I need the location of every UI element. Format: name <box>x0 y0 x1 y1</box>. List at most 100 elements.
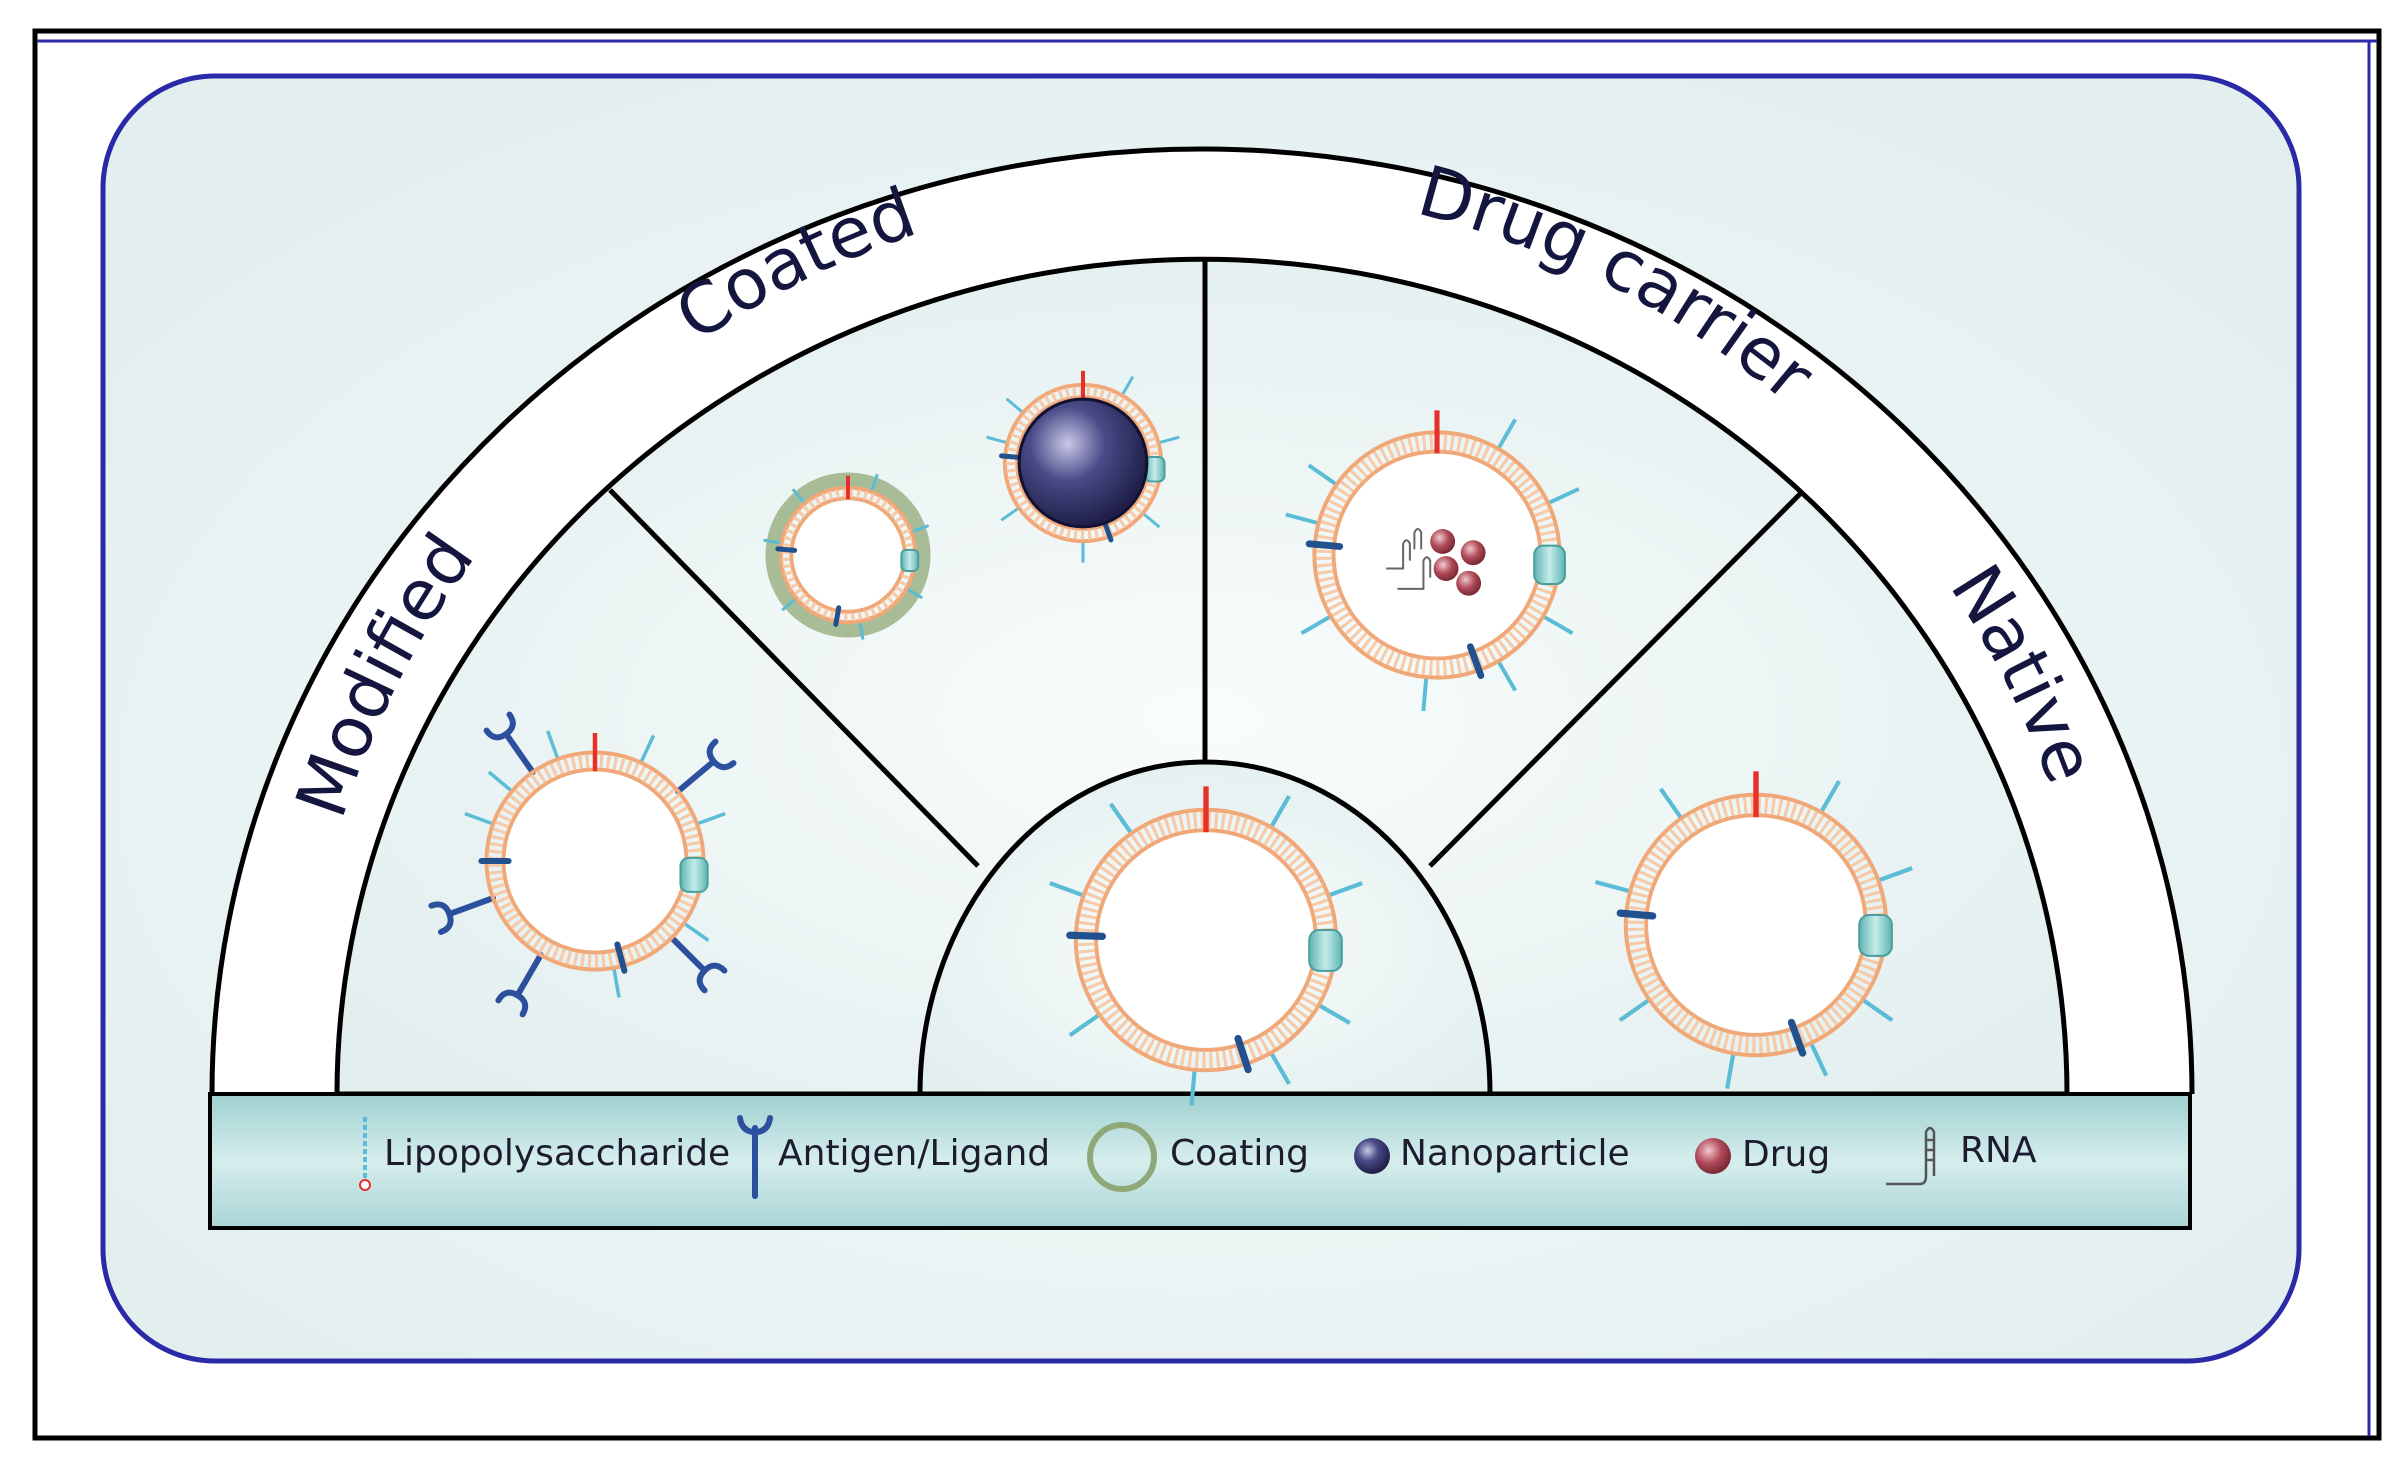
legend-antigen-label: Antigen/Ligand <box>778 1133 1050 1174</box>
lps-spike <box>986 435 1008 445</box>
membrane-protein-barrel <box>900 548 920 572</box>
lps-spike <box>1725 1052 1736 1090</box>
drug-particle <box>1456 570 1482 596</box>
vesicle-center <box>1049 786 1363 1106</box>
drug-icon <box>1695 1138 1731 1174</box>
lps-spike <box>1819 780 1841 814</box>
lps-spike <box>1120 375 1135 397</box>
lps-spike <box>1877 866 1913 883</box>
rna-icon <box>1886 1126 1936 1186</box>
lps-spike <box>1141 512 1161 529</box>
vesicle-layer <box>428 370 1913 1106</box>
membrane-protein-mark <box>1066 931 1106 940</box>
vesicle-modified <box>428 711 737 1018</box>
lps-spike <box>1068 1012 1101 1038</box>
antigen-ligand <box>675 738 737 795</box>
lps-spike <box>1158 435 1180 445</box>
legend-coating: Coating <box>1087 1122 1309 1192</box>
lumen <box>505 771 685 951</box>
lps-spike <box>464 811 494 826</box>
membrane-protein-mark <box>999 453 1024 461</box>
membrane-protein-mark <box>1305 540 1344 550</box>
membrane-protein-mark <box>775 546 798 553</box>
lps-spike <box>1861 997 1894 1023</box>
legend-coating-label: Coating <box>1170 1133 1309 1174</box>
lps-spike <box>1108 802 1134 835</box>
lps-spike <box>869 473 879 493</box>
membrane-protein-barrel <box>679 856 709 893</box>
lumen <box>1335 453 1539 657</box>
lps-spike <box>696 811 726 826</box>
vesicle-nanoparticle <box>986 370 1180 563</box>
lps-spike <box>791 488 806 505</box>
legend-antigen: Antigen/Ligand <box>737 1115 1050 1199</box>
lps-spike <box>1594 879 1631 894</box>
rna-strands <box>1386 528 1432 590</box>
lps-spike <box>910 524 930 534</box>
lps-spike <box>1496 660 1517 692</box>
legend-band <box>208 1092 2192 1230</box>
lps-spike <box>781 597 798 612</box>
lps-spike <box>1542 614 1574 635</box>
membrane-protein-mark <box>1101 518 1114 543</box>
lps-spike <box>612 967 621 998</box>
lps-spike <box>1618 997 1651 1023</box>
divider-modified-coated <box>608 488 980 868</box>
lps-spike <box>763 538 783 545</box>
coating-icon <box>1087 1122 1157 1192</box>
lumen <box>793 500 903 610</box>
lps-spike <box>1327 881 1363 898</box>
legend-drug-label: Drug <box>1742 1134 1830 1175</box>
membrane-protein-mark <box>614 941 628 974</box>
lps-spike <box>682 921 710 942</box>
membrane-protein-barrel <box>1858 914 1893 957</box>
divider-drug-native <box>1428 492 1802 868</box>
lps-spike <box>1049 881 1085 898</box>
lps-spike <box>1317 1003 1351 1025</box>
lps-spike <box>1285 512 1320 526</box>
vesicle-coated <box>763 472 931 640</box>
lumen <box>1648 817 1864 1033</box>
membrane-protein-barrel <box>1533 544 1566 586</box>
lumen <box>1098 832 1314 1048</box>
lps-spike <box>1000 506 1020 522</box>
lps-spike <box>1547 487 1580 505</box>
nanoparticle-icon <box>1354 1138 1390 1174</box>
drug-particle <box>1430 529 1456 554</box>
lps-spike <box>905 587 924 600</box>
vesicle-drug-carrier <box>1285 410 1580 712</box>
nanoparticle-core <box>1017 397 1149 529</box>
legend-rna: RNA <box>1886 1126 2037 1186</box>
lps-spike <box>1658 787 1684 820</box>
vesicle-native <box>1594 771 1913 1090</box>
membrane-protein-mark <box>1616 909 1657 920</box>
membrane-protein-mark <box>1787 1018 1807 1057</box>
lps-icon <box>359 1117 371 1191</box>
lps-spike <box>1809 1042 1829 1077</box>
legend-drug: Drug <box>1695 1134 1830 1175</box>
legend-rna-label: RNA <box>1960 1130 2037 1171</box>
drug-particle <box>1433 556 1459 581</box>
antigen-ligand <box>668 934 728 994</box>
lps-spike <box>1421 676 1429 712</box>
membrane-protein-barrel <box>1308 929 1343 972</box>
membrane-protein-mark <box>833 605 842 627</box>
antigen-ligand <box>428 895 497 935</box>
lps-spike <box>858 620 865 640</box>
lps-spike <box>1005 397 1025 414</box>
antigen-ligand <box>495 951 544 1018</box>
legend-nanoparticle-label: Nanoparticle <box>1400 1133 1630 1174</box>
lps-spike <box>1269 1051 1291 1085</box>
legend-lipopolysaccharide: Lipopolysaccharide <box>359 1117 730 1191</box>
antigen-ligand <box>483 711 536 776</box>
drug-particle <box>1460 540 1486 566</box>
antigen-icon <box>737 1115 773 1199</box>
lps-spike <box>1300 614 1332 635</box>
membrane-protein-mark <box>1467 643 1485 680</box>
lps-spike <box>1496 418 1517 450</box>
lps-spike <box>1269 795 1291 829</box>
membrane-protein-mark <box>1234 1035 1252 1074</box>
lps-spike <box>639 734 656 764</box>
